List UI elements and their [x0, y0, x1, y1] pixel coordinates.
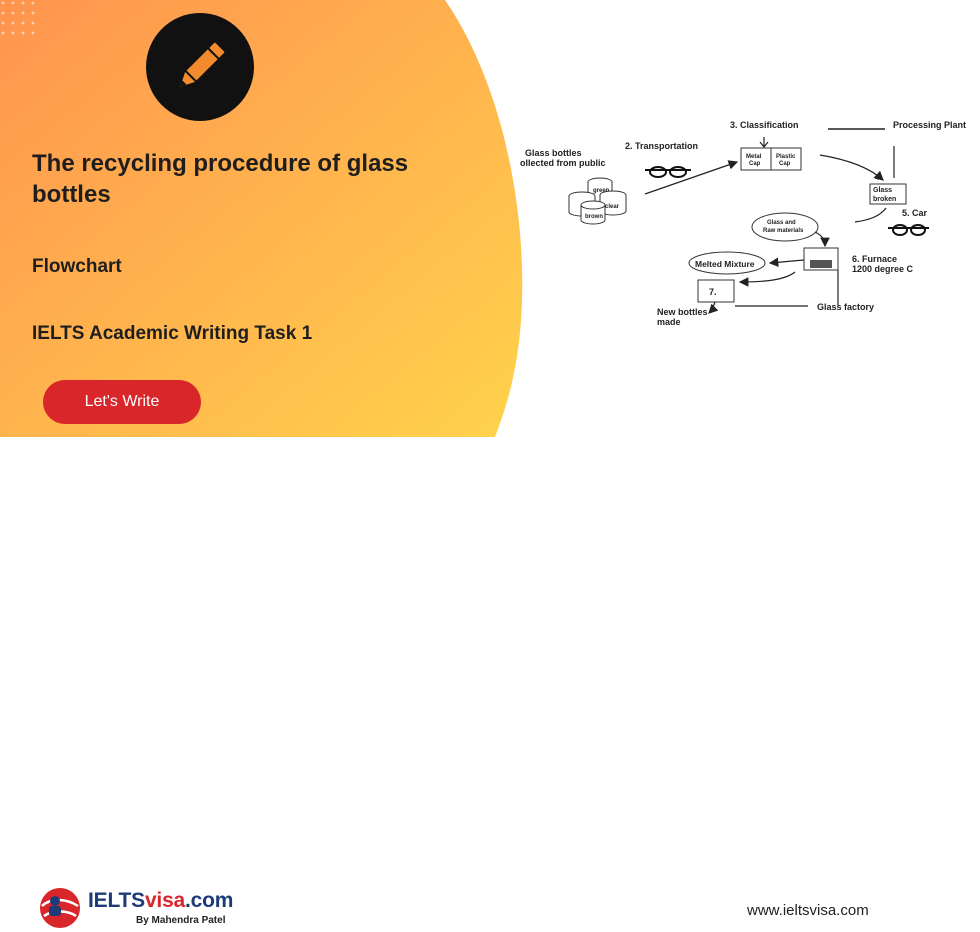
- collected-label-1: Glass bottles: [525, 148, 582, 158]
- banner-background: [0, 0, 980, 437]
- flowchart-diagram: Glass bottles ollected from public green…: [520, 120, 966, 327]
- glass-broken-2: broken: [873, 196, 896, 203]
- transport-label: 2. Transportation: [625, 141, 698, 151]
- raw-materials-2: Raw materials: [763, 228, 804, 234]
- glass-broken-1: Glass: [873, 187, 892, 194]
- footer: IELTSvisa.com By Mahendra Patel www.ielt…: [0, 437, 980, 928]
- metal-cap-2: Cap: [749, 161, 761, 167]
- logo-accent: visa: [144, 889, 186, 912]
- step-4-label: 4.: [875, 173, 882, 182]
- metal-cap-1: Metal: [746, 154, 762, 160]
- logo-main: IELTS: [88, 889, 145, 912]
- bin-clear: clear: [605, 204, 620, 210]
- plastic-cap-1: Plastic: [776, 154, 796, 160]
- lets-write-button[interactable]: Let's Write: [43, 380, 201, 424]
- glass-factory-label: Glass factory: [817, 302, 874, 312]
- pencil-icon: [180, 42, 225, 87]
- furnace-label-1: 6. Furnace: [852, 254, 897, 264]
- bottle-bins: green clear brown: [568, 177, 627, 225]
- bin-brown: brown: [585, 214, 603, 220]
- website-link[interactable]: www.ieltsvisa.com: [747, 902, 869, 919]
- car-label: 5. Car: [902, 208, 928, 218]
- bin-green: green: [593, 188, 610, 194]
- brand-logo-text: IELTSvisa.com: [88, 889, 233, 913]
- melted-mixture-label: Melted Mixture: [695, 259, 755, 269]
- plastic-cap-2: Cap: [779, 161, 791, 167]
- car-goggles-icon: [888, 224, 929, 236]
- task-label: IELTS Academic Writing Task 1: [32, 323, 313, 344]
- goggles-icon: [645, 166, 691, 178]
- collected-label-2: ollected from public: [520, 158, 606, 168]
- logo-suffix: .com: [185, 889, 234, 912]
- diagram-type-label: Flowchart: [32, 256, 122, 277]
- byline: By Mahendra Patel: [136, 915, 226, 926]
- pencil-badge: [146, 13, 254, 121]
- classification-label: 3. Classification: [730, 120, 799, 130]
- new-bottles-1: New bottles: [657, 307, 708, 317]
- new-bottles-2: made: [657, 317, 681, 327]
- raw-materials-1: Glass and: [767, 220, 796, 226]
- processing-plant-label: Processing Plant: [893, 120, 966, 130]
- step-7-label: 7.: [709, 287, 717, 297]
- globe-logo-icon: [40, 888, 80, 928]
- hero-banner: The recycling procedure of glass bottles…: [0, 0, 980, 437]
- furnace-label-2: 1200 degree C: [852, 264, 914, 274]
- page-title: The recycling procedure of glass bottles: [32, 150, 409, 208]
